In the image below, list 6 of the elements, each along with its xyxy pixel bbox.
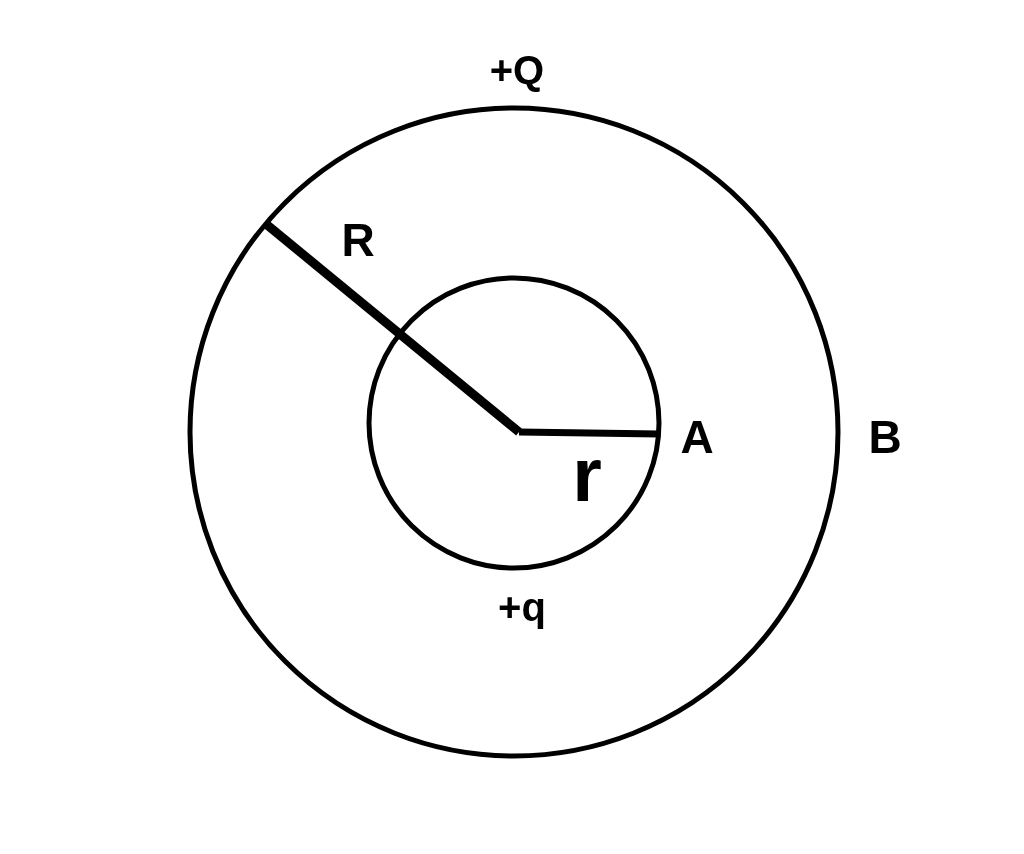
charge-label: +q xyxy=(498,587,546,627)
radius-label: r xyxy=(572,437,602,513)
radius-label: R xyxy=(341,217,375,263)
point-label: B xyxy=(868,414,902,460)
charge-label: +Q xyxy=(489,50,545,90)
point-label: A xyxy=(680,414,714,460)
